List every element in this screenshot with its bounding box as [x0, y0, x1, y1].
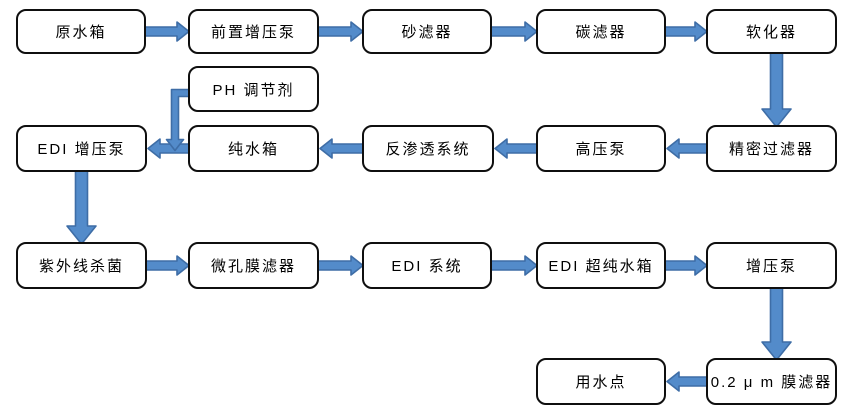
node-edi-booster-pump: EDI 增压泵 — [16, 125, 147, 172]
arrow-edi-ultrapure-tank-to-booster-pump — [664, 255, 708, 276]
node-uv-sterilizer: 紫外线杀菌 — [16, 242, 147, 289]
arrow-edi-system-to-edi-ultrapure-tank — [490, 255, 538, 276]
node-booster-pump: 增压泵 — [706, 242, 837, 289]
arrow-uv-sterilizer-to-micropore-membrane-filter — [145, 255, 190, 276]
arrow-booster-pump-to-membrane-filter-02um — [761, 287, 792, 361]
arrow-pure-water-tank-to-edi-booster-pump — [147, 138, 190, 159]
arrow-ph-adjuster-to-edi-booster-pump — [165, 88, 190, 152]
node-pure-water-tank: 纯水箱 — [188, 125, 319, 172]
node-edi-ultrapure-tank: EDI 超纯水箱 — [536, 242, 666, 289]
node-high-pressure-pump: 高压泵 — [536, 125, 666, 172]
arrow-softener-to-precision-filter — [761, 52, 792, 128]
arrow-ro-system-to-pure-water-tank — [319, 138, 364, 159]
arrow-edi-booster-pump-to-uv-sterilizer — [66, 170, 97, 245]
node-ph-adjuster: PH 调节剂 — [188, 66, 319, 112]
node-carbon-filter: 碳滤器 — [536, 9, 666, 54]
arrow-carbon-filter-to-softener — [664, 21, 708, 42]
node-micropore-membrane-filter: 微孔膜滤器 — [188, 242, 319, 289]
arrow-high-pressure-pump-to-ro-system — [494, 138, 538, 159]
node-precision-filter: 精密过滤器 — [706, 125, 837, 172]
node-pre-booster-pump: 前置增压泵 — [188, 9, 319, 54]
arrow-raw-water-tank-to-pre-booster-pump — [144, 21, 190, 42]
node-ro-system: 反渗透系统 — [362, 125, 494, 172]
node-point-of-use: 用水点 — [536, 358, 666, 405]
arrow-micropore-membrane-filter-to-edi-system — [317, 255, 364, 276]
node-edi-system: EDI 系统 — [362, 242, 492, 289]
arrow-precision-filter-to-high-pressure-pump — [666, 138, 708, 159]
node-softener: 软化器 — [706, 9, 837, 54]
arrow-membrane-filter-02um-to-point-of-use — [666, 371, 708, 392]
arrow-sand-filter-to-carbon-filter — [490, 21, 538, 42]
node-sand-filter: 砂滤器 — [362, 9, 492, 54]
node-raw-water-tank: 原水箱 — [16, 9, 146, 54]
node-membrane-filter-02um: 0.2 μ m 膜滤器 — [706, 358, 837, 405]
arrow-pre-booster-pump-to-sand-filter — [317, 21, 364, 42]
